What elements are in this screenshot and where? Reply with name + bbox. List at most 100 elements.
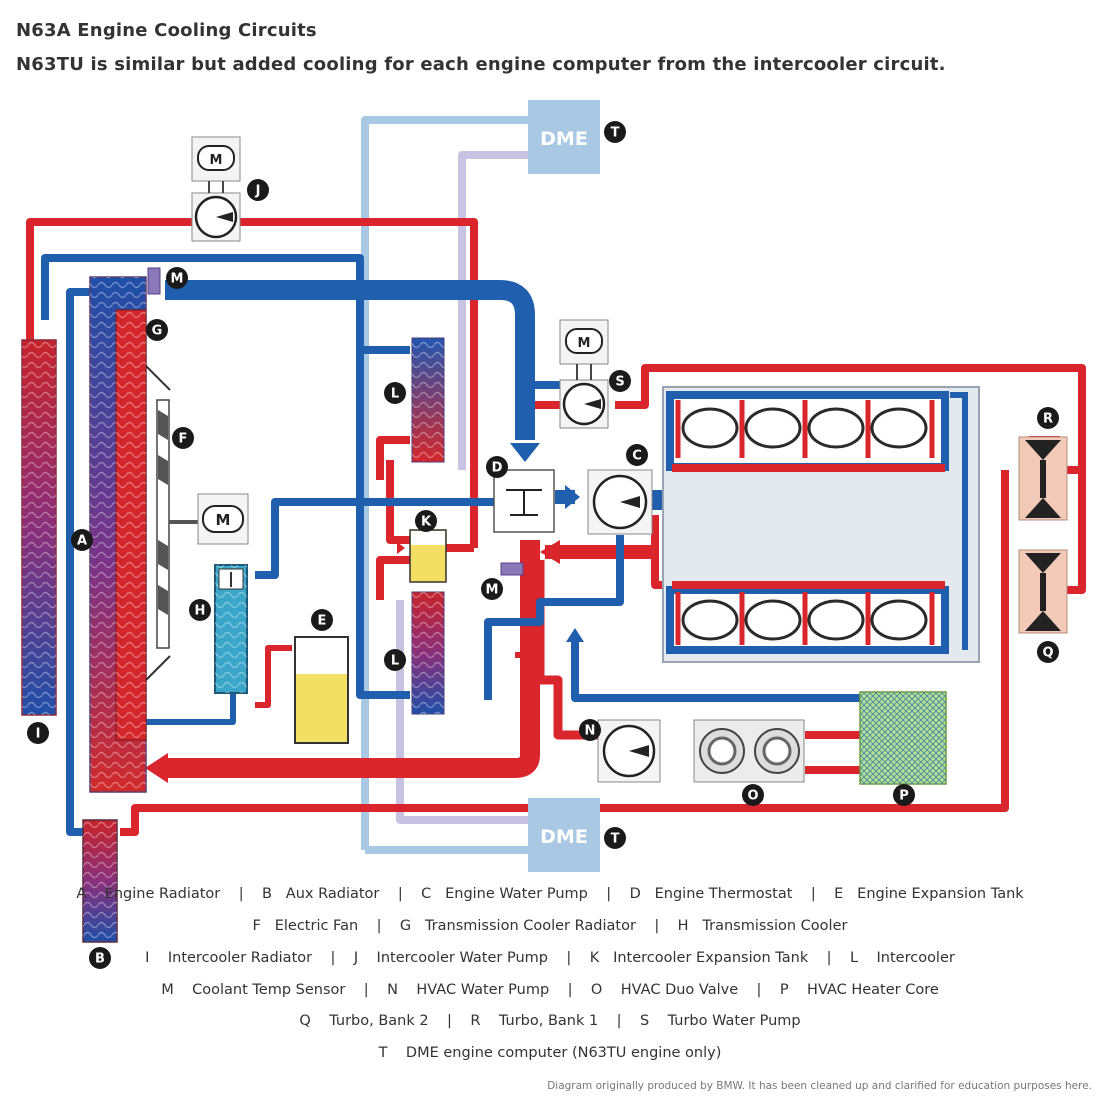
cylinder <box>744 599 802 641</box>
badge-label-r: R <box>1043 412 1053 427</box>
legend-line-5: Q Turbo, Bank 2 | R Turbo, Bank 1 | S Tu… <box>299 1013 801 1029</box>
turbo-hot-line <box>615 364 1086 594</box>
intercooler-hot-line <box>26 218 478 548</box>
badge-label-k: K <box>421 515 432 530</box>
component-badges: A B C D E F G H I J K L L M M N O P Q R S T T <box>27 121 1059 969</box>
cylinder <box>744 407 802 449</box>
badge-a <box>71 529 93 551</box>
dme-engine-computer-top: DME <box>528 100 600 174</box>
hvac-duo-valve <box>693 719 805 783</box>
svg-text:DME: DME <box>540 826 588 848</box>
hvac-water-pump <box>597 719 661 783</box>
transmission-cooler <box>214 564 248 694</box>
badge-m <box>166 267 188 289</box>
coolant-temp-sensor <box>147 267 161 295</box>
dme-supply-line <box>361 116 528 850</box>
badge-q <box>1037 641 1059 663</box>
legend-line-6: T DME engine computer (N63TU engine only… <box>378 1045 722 1061</box>
badge-j <box>247 179 269 201</box>
aux-return-line <box>120 470 1009 836</box>
badge-e <box>311 609 333 631</box>
badge-label-n: N <box>585 724 596 739</box>
intercooler-expansion-tank <box>409 529 447 583</box>
badge-f <box>172 427 194 449</box>
badge-label-h: H <box>195 604 206 619</box>
cylinder <box>807 599 865 641</box>
badge-label-s: S <box>615 375 624 390</box>
intercooler-cold-line <box>41 254 410 354</box>
legend-line-1: A Engine Radiator | B Aux Radiator | C E… <box>76 886 1024 902</box>
engine-return-main <box>160 540 540 778</box>
cylinder <box>870 599 928 641</box>
credit-note: Diagram originally produced by BMW. It h… <box>547 1080 1092 1092</box>
return-arrow <box>145 753 168 783</box>
badge-label-i: I <box>36 727 41 742</box>
engine-thermostat <box>493 469 555 533</box>
badge-label-t: T <box>611 832 620 847</box>
page-subtitle: N63TU is similar but added cooling for e… <box>16 54 946 75</box>
legend-line-3: I Intercooler Radiator | J Intercooler W… <box>145 950 955 966</box>
badge-p <box>893 784 915 806</box>
badge-label-e: E <box>318 614 327 629</box>
badge-label-c: C <box>632 449 642 464</box>
engine-expansion-tank <box>294 636 349 744</box>
badge-b <box>89 947 111 969</box>
dme-engine-computer-bottom: DME <box>528 798 600 872</box>
badge-label-l: L <box>391 387 399 402</box>
badge-l <box>384 382 406 404</box>
legend-line-2: F Electric Fan | G Transmission Cooler R… <box>252 918 848 934</box>
motor-label: M <box>216 511 231 529</box>
badge-g <box>146 319 168 341</box>
cylinder <box>681 599 739 641</box>
badge-label-m: M <box>171 272 184 287</box>
badge-c <box>626 444 648 466</box>
badge-label-f: F <box>179 432 188 447</box>
engine-block <box>662 386 980 663</box>
badge-label-q: Q <box>1042 646 1053 661</box>
badge-label-m: M <box>486 583 499 598</box>
hvac-heater-core <box>859 691 947 785</box>
badge-o <box>742 784 764 806</box>
badge-l <box>384 649 406 671</box>
badge-label-b: B <box>95 952 105 967</box>
badge-n <box>579 719 601 741</box>
engine-water-pump <box>587 469 653 535</box>
page-title: N63A Engine Cooling Circuits <box>16 20 317 41</box>
badge-label-g: G <box>152 324 163 339</box>
dme-return-line-lower <box>396 600 528 824</box>
badge-m <box>481 578 503 600</box>
electric-fan: M <box>145 365 249 681</box>
badge-h <box>189 599 211 621</box>
turbo-bank-1 <box>1018 436 1068 521</box>
badge-r <box>1037 407 1059 429</box>
cylinder <box>870 407 928 449</box>
badge-k <box>415 510 437 532</box>
badge-t <box>604 121 626 143</box>
svg-text:DME: DME <box>540 128 588 150</box>
badge-label-d: D <box>492 461 503 476</box>
cylinder <box>681 407 739 449</box>
legend-line-4: M Coolant Temp Sensor | N HVAC Water Pum… <box>161 982 939 998</box>
badge-label-p: P <box>899 789 909 804</box>
badge-label-t: T <box>611 126 620 141</box>
badge-d <box>486 456 508 478</box>
badge-s <box>609 370 631 392</box>
turbo-bank-2 <box>1018 549 1068 634</box>
badge-label-a: A <box>77 534 87 549</box>
svg-text:M: M <box>210 153 223 168</box>
coolant-temp-sensor-2 <box>500 562 524 576</box>
badge-i <box>27 722 49 744</box>
badge-t <box>604 827 626 849</box>
radiator-outlet-main <box>165 280 535 440</box>
svg-text:M: M <box>578 336 591 351</box>
dme-cooling-lines <box>361 116 528 854</box>
hot-coolant-lines <box>26 218 1086 836</box>
badge-label-l: L <box>391 654 399 669</box>
turbo-water-pump: M <box>559 319 609 429</box>
cylinder <box>807 407 865 449</box>
badge-label-j: J <box>255 184 261 199</box>
dme-return-line <box>458 151 528 470</box>
badge-label-o: O <box>747 789 758 804</box>
intercooler-water-pump: M <box>191 136 241 242</box>
